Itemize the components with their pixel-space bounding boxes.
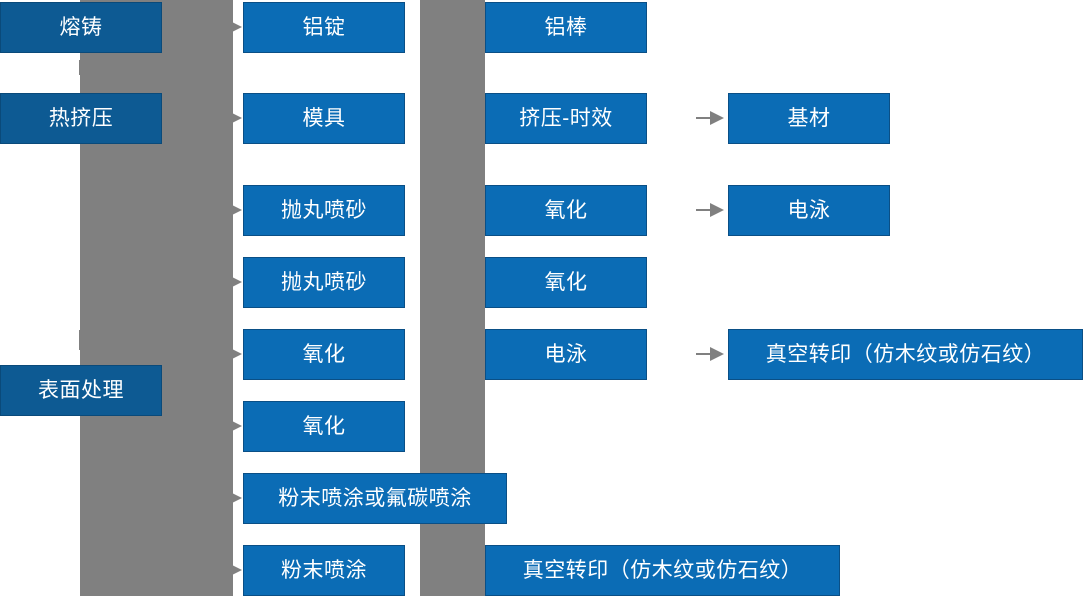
col2-node-5[interactable]: 氧化 (243, 329, 405, 380)
stage-node-2[interactable]: 热挤压 (0, 93, 162, 144)
col2-node-3[interactable]: 抛丸喷砂 (243, 185, 405, 236)
col3-node-3[interactable]: 氧化 (485, 185, 647, 236)
col4-node-1[interactable]: 基材 (728, 93, 890, 144)
col3-node-4[interactable]: 氧化 (485, 257, 647, 308)
connector-bar-stage-to-col2 (80, 0, 233, 596)
stage-node-3[interactable]: 表面处理 (0, 365, 162, 416)
col2-node-4[interactable]: 抛丸喷砂 (243, 257, 405, 308)
col2-node-7[interactable]: 粉末喷涂或氟碳喷涂 (243, 473, 507, 524)
col4-node-3[interactable]: 真空转印（仿木纹或仿石纹） (728, 329, 1083, 380)
col3-node-6[interactable]: 真空转印（仿木纹或仿石纹） (485, 545, 840, 596)
col4-node-2[interactable]: 电泳 (728, 185, 890, 236)
col2-node-1[interactable]: 铝锭 (243, 2, 405, 53)
col2-node-2[interactable]: 模具 (243, 93, 405, 144)
col3-node-2[interactable]: 挤压-时效 (485, 93, 647, 144)
col2-node-6[interactable]: 氧化 (243, 401, 405, 452)
col2-node-8[interactable]: 粉末喷涂 (243, 545, 405, 596)
stage-node-1[interactable]: 熔铸 (0, 2, 162, 53)
col3-node-1[interactable]: 铝棒 (485, 2, 647, 53)
col3-node-5[interactable]: 电泳 (485, 329, 647, 380)
